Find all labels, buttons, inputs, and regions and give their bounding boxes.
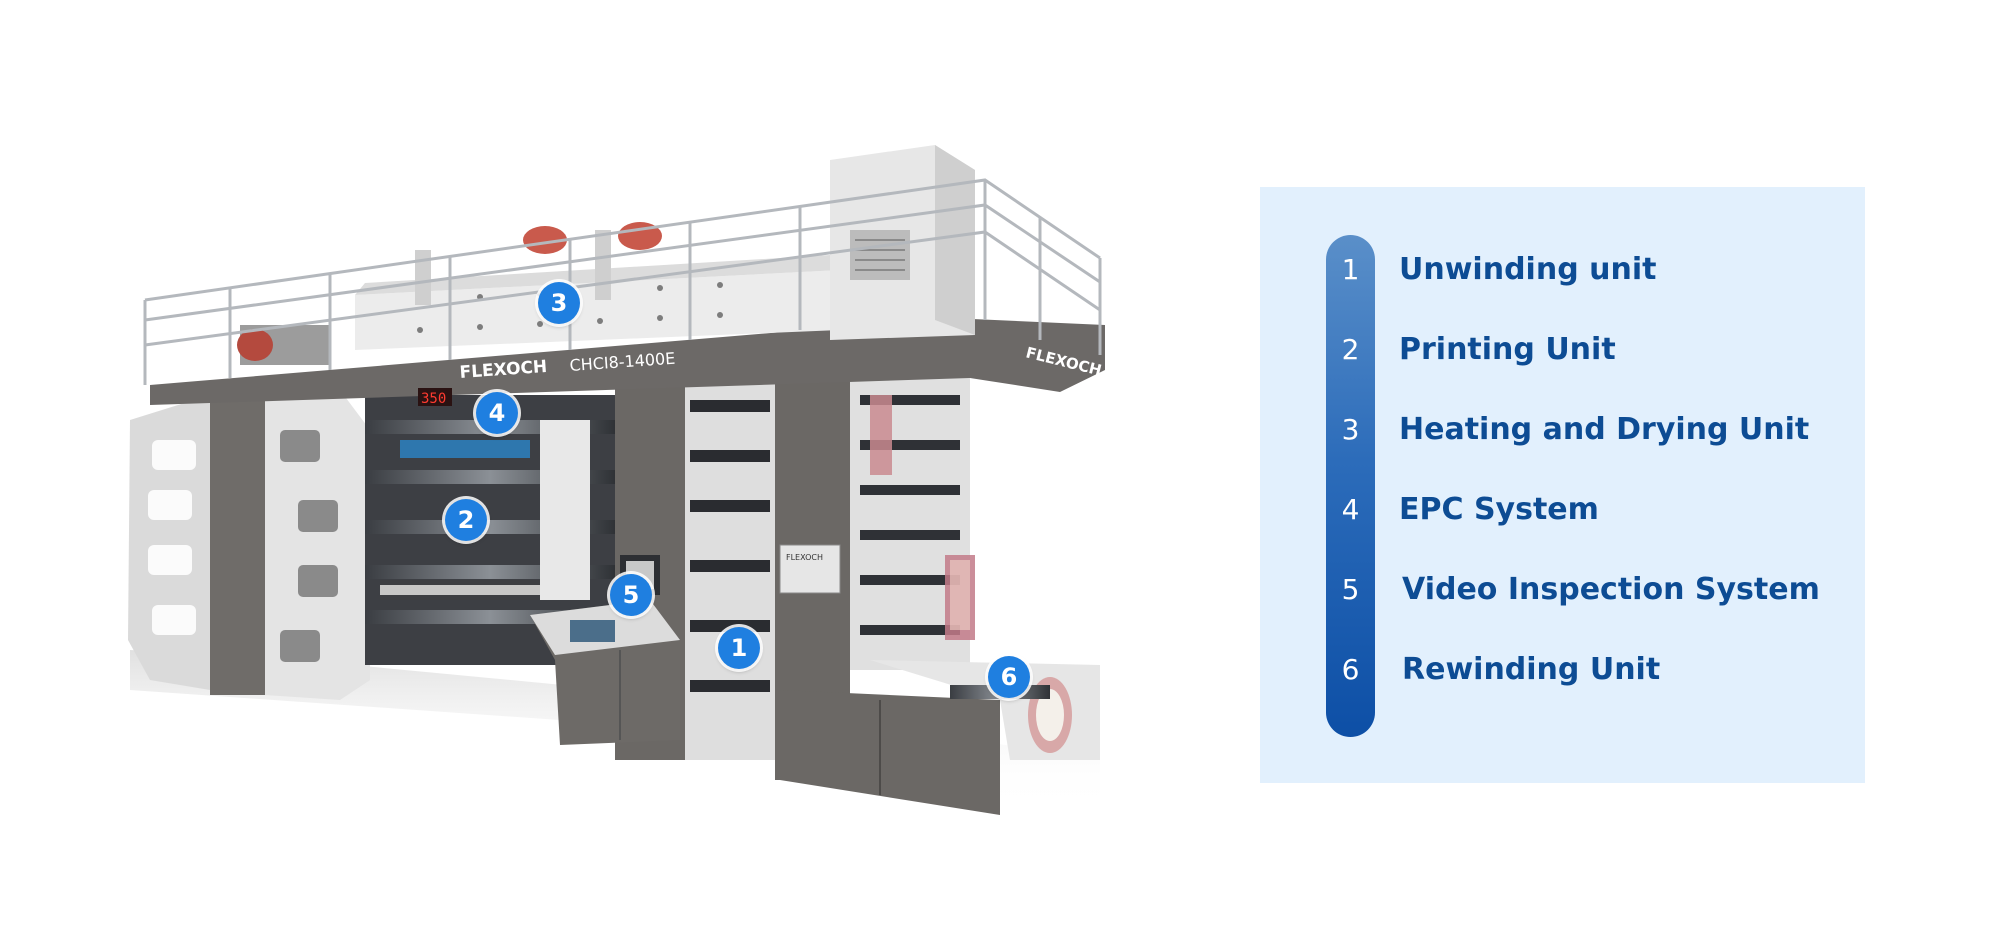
- top-deck-beam: [150, 318, 1105, 405]
- legend-item-unwinding: 1 Unwinding unit: [1260, 239, 1865, 299]
- legend-item-rewinding: 6 Rewinding Unit: [1260, 639, 1865, 699]
- callout-marker-1: 1: [718, 627, 760, 669]
- callout-marker-5: 5: [610, 574, 652, 616]
- legend-item-printing: 2 Printing Unit: [1260, 319, 1865, 379]
- machine-drawing: FLEXOCH FLEXOCH CHCI8-1400E FLEXOCH 350: [128, 145, 1105, 815]
- legend-item-video-inspection: 5 Video Inspection System: [1260, 559, 1865, 619]
- callout-marker-3: 3: [538, 282, 580, 324]
- printing-machine-illustration: FLEXOCH FLEXOCH CHCI8-1400E FLEXOCH 350: [128, 145, 1105, 815]
- left-end-panel: [128, 395, 210, 690]
- speed-display: [418, 388, 452, 406]
- legend-number-bar: [1326, 235, 1375, 737]
- legend-label: Rewinding Unit: [1402, 651, 1661, 687]
- callout-marker-6: 6: [988, 656, 1030, 698]
- legend-number: 5: [1341, 572, 1360, 606]
- guard-railing: [143, 178, 1102, 385]
- legend-number: 1: [1341, 252, 1360, 286]
- legend-number: 6: [1341, 652, 1360, 686]
- legend-item-heating-drying: 3 Heating and Drying Unit: [1260, 399, 1865, 459]
- base-cabinet: [780, 690, 1000, 815]
- legend-number: 3: [1341, 412, 1360, 446]
- legend-label: Printing Unit: [1399, 331, 1616, 367]
- left-gray-column: [210, 395, 265, 695]
- legend-label: Heating and Drying Unit: [1399, 411, 1810, 447]
- legend-label: Video Inspection System: [1402, 571, 1820, 607]
- legend-label: Unwinding unit: [1399, 251, 1657, 287]
- callout-marker-2: 2: [445, 499, 487, 541]
- callout-marker-4: 4: [476, 392, 518, 434]
- speed-display-value: 350: [421, 391, 446, 407]
- panel-brand: FLEXOCH: [786, 553, 823, 562]
- drying-unit: [355, 270, 840, 350]
- legend-label: EPC System: [1399, 491, 1599, 527]
- legend-number: 2: [1341, 332, 1360, 366]
- left-light-frame: [265, 390, 370, 700]
- legend-number: 4: [1341, 492, 1360, 526]
- legend-panel: 1 Unwinding unit 2 Printing Unit 3 Heati…: [1260, 187, 1865, 783]
- legend-item-epc: 4 EPC System: [1260, 479, 1865, 539]
